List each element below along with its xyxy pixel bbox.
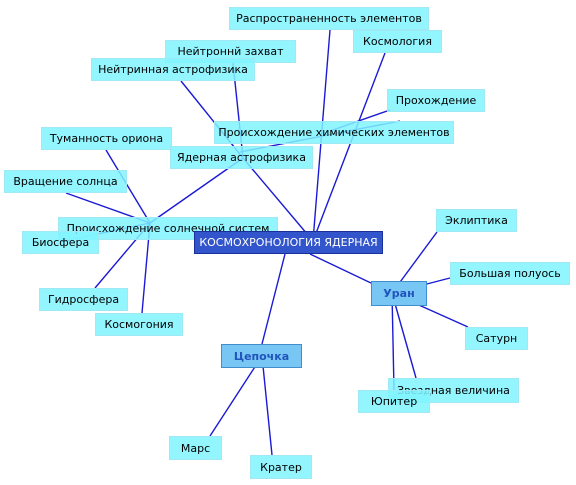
node-vrashchenie-solntsa[interactable]: Вращение солнца xyxy=(4,170,127,193)
node-biosfera[interactable]: Биосфера xyxy=(22,231,99,254)
node-rasprostranennost[interactable]: Распространенность элементов xyxy=(229,7,429,30)
node-mars[interactable]: Марс xyxy=(169,436,222,460)
node-kosmologia[interactable]: Космология xyxy=(353,30,442,53)
node-saturn[interactable]: Сатурн xyxy=(465,327,528,350)
hub-chain[interactable]: Цепочка xyxy=(221,344,302,368)
node-neitrinnaya-astrofizika[interactable]: Нейтринная астрофизика xyxy=(91,58,255,81)
connector-line-18 xyxy=(391,292,395,391)
node-bolshaya-poluos[interactable]: Большая полуось xyxy=(450,262,570,285)
node-krater[interactable]: Кратер xyxy=(250,455,312,479)
hub-uran[interactable]: Уран xyxy=(371,281,427,306)
node-yupiter[interactable]: Юпитер xyxy=(358,390,430,413)
connector-line-0 xyxy=(312,52,386,242)
connector-line-2 xyxy=(242,157,314,242)
node-ekliptika[interactable]: Эклиптика xyxy=(436,209,517,232)
connector-line-19 xyxy=(261,253,286,345)
connector-line-21 xyxy=(261,355,273,456)
connector-line-17 xyxy=(391,292,417,379)
node-proiskhozhdenie-khim[interactable]: Происхождение химических элементов xyxy=(214,121,454,144)
connector-line-4 xyxy=(180,80,244,159)
connector-line-20 xyxy=(209,355,263,437)
node-yadernaya-astrofizika[interactable]: Ядерная астрофизика xyxy=(170,146,313,169)
node-kosmogonia[interactable]: Космогония xyxy=(95,313,183,336)
connector-line-6 xyxy=(105,149,151,224)
node-gidrosfera[interactable]: Гидросфера xyxy=(39,288,128,311)
node-tumannost-oriona[interactable]: Туманность ориона xyxy=(41,127,172,150)
node-prokhozhdenie[interactable]: Прохождение xyxy=(387,89,485,112)
root-node[interactable]: КОСМОХРОНОЛОГИЯ ЯДЕРНАЯ xyxy=(194,231,383,254)
